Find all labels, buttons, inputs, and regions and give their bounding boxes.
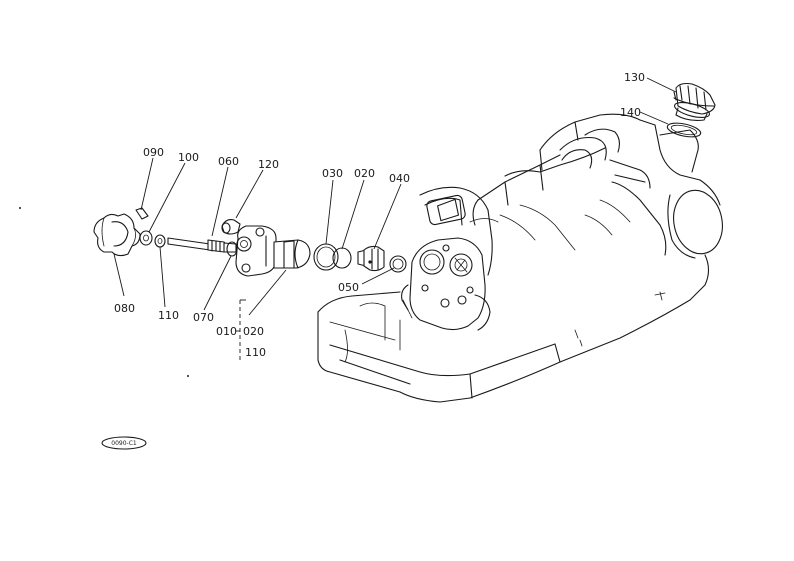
- callout-060: 060: [218, 155, 239, 168]
- housing-010: [235, 225, 311, 277]
- valve-040: [357, 245, 385, 272]
- o-ring-020: [332, 247, 352, 269]
- callout-020-sub: 020: [243, 325, 264, 338]
- plunger-120: [221, 219, 241, 235]
- callout-labels: 130 140 090 100 060 120 030 020 040 050 …: [114, 71, 645, 359]
- filler-cap-130: [673, 82, 716, 121]
- shaft-060: [167, 237, 237, 253]
- callout-050: 050: [338, 281, 359, 294]
- callout-020: 020: [354, 167, 375, 180]
- callout-040: 040: [389, 172, 410, 185]
- washer-100: [139, 230, 153, 246]
- callout-010: 010: [216, 325, 237, 338]
- speck: [18, 206, 21, 209]
- washer-110: [154, 234, 166, 248]
- o-ring-050: [389, 255, 407, 273]
- callout-120: 120: [258, 158, 279, 171]
- pin-090: [135, 207, 149, 220]
- callout-110: 110: [158, 309, 179, 322]
- callout-030: 030: [322, 167, 343, 180]
- callout-090: 090: [143, 146, 164, 159]
- callout-110-sub: 110: [245, 346, 266, 359]
- callout-080: 080: [114, 302, 135, 315]
- transmission-housing: [317, 113, 723, 403]
- leader-lines: [113, 77, 677, 362]
- callout-140: 140: [620, 106, 641, 119]
- o-ring-140: [666, 122, 702, 138]
- knob-080: [93, 213, 141, 257]
- callout-130: 130: [624, 71, 645, 84]
- callout-070: 070: [193, 311, 214, 324]
- speck: [186, 374, 189, 377]
- stamp-code: 0090-C1: [111, 440, 137, 447]
- diagram-code-stamp: 0090-C1: [101, 436, 147, 450]
- o-ring-030: [313, 243, 339, 271]
- callout-100: 100: [178, 151, 199, 164]
